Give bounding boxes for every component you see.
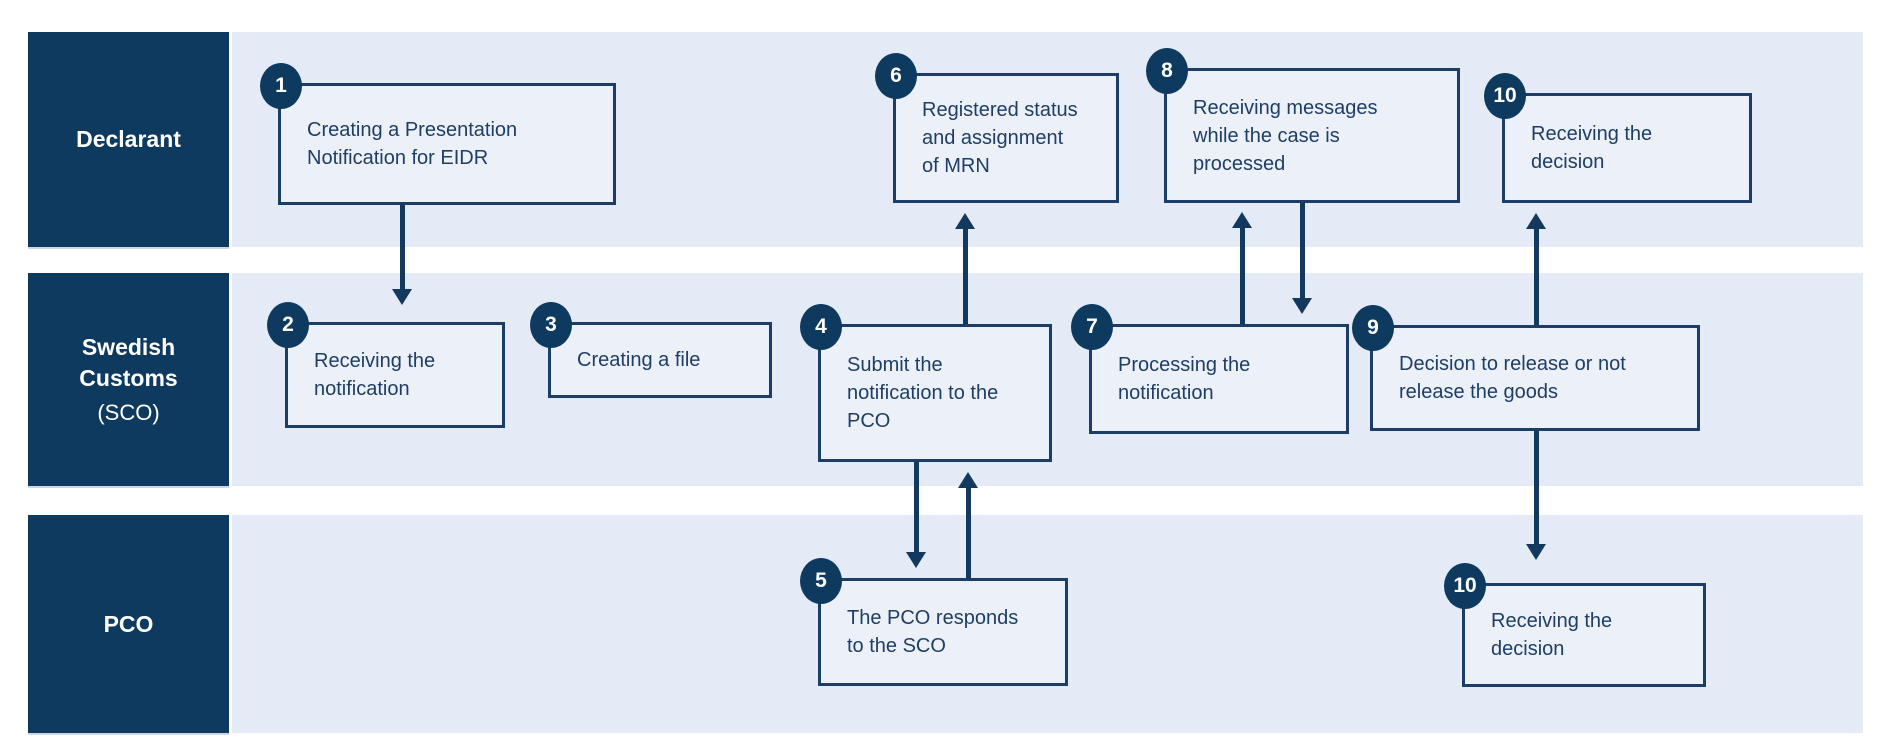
step-number-badge: 7 — [1071, 304, 1113, 350]
step-label-line: Receiving the — [1531, 123, 1653, 145]
step-label-line: Notification for EIDR — [307, 147, 489, 169]
step-number-badge: 1 — [260, 63, 302, 109]
step-number-badge: 4 — [800, 304, 842, 350]
lane-title: Swedish Customs — [79, 333, 178, 391]
flow-arrowhead-up-icon — [955, 213, 975, 229]
flow-arrowhead-down-icon — [1526, 544, 1546, 560]
step-label-line: decision — [1491, 638, 1565, 660]
step-label-line: Creating a Presentation — [307, 119, 518, 141]
step-label-line: processed — [1193, 152, 1286, 175]
flow-arrow-line-n1-to-n2 — [399, 205, 405, 291]
step-number-badge: 2 — [267, 302, 309, 348]
step-label-line: Processing the — [1118, 354, 1251, 376]
step-label-line: Decision to release or not — [1399, 353, 1626, 375]
step-number-badge: 10 — [1484, 73, 1526, 119]
flow-arrowhead-up-icon — [1526, 213, 1546, 229]
flow-arrow-line-n7-to-n8 — [1239, 226, 1245, 324]
lane-label-declarant: Declarant — [28, 32, 229, 247]
flow-arrow-line-n8-to-n7 — [1299, 203, 1305, 300]
step-label-line: Creating a file — [577, 349, 701, 371]
step-number-badge: 6 — [875, 53, 917, 99]
flow-arrow-line-n9-to-n10a — [1533, 227, 1539, 325]
lane-label-swedish-customs: Swedish Customs (SCO) — [28, 273, 229, 486]
step-number-badge: 3 — [530, 302, 572, 348]
flow-arrowhead-down-icon — [392, 289, 412, 305]
flow-arrow-line-n9-to-n10b — [1533, 431, 1539, 546]
flow-arrow-line-n4-to-n5 — [913, 462, 919, 554]
step-label-line: The PCO responds — [847, 607, 1019, 629]
step-label-line: Receiving the — [1491, 610, 1613, 632]
lane-title: Declarant — [76, 126, 181, 152]
lane-label-pco: PCO — [28, 515, 229, 733]
step-label-line: while the case is — [1193, 124, 1340, 147]
step-label-line: to the SCO — [847, 635, 946, 657]
flow-arrowhead-up-icon — [958, 472, 978, 488]
step-number-badge: 5 — [800, 558, 842, 604]
step-number-badge: 8 — [1146, 48, 1188, 94]
step-label-line: notification to the — [847, 382, 999, 404]
step-label-line: notification — [1118, 382, 1214, 404]
flow-arrowhead-down-icon — [1292, 298, 1312, 314]
step-label-line: notification — [314, 378, 410, 400]
lane-title: PCO — [103, 610, 154, 637]
step-label-line: Submit the — [847, 354, 943, 376]
step-label-line: decision — [1531, 151, 1605, 173]
step-label-line: Receiving the — [314, 350, 436, 372]
flow-arrowhead-up-icon — [1232, 212, 1252, 228]
step-label-line: of MRN — [922, 155, 990, 177]
flow-arrowhead-down-icon — [906, 552, 926, 568]
flow-arrow-line-n4-to-n6 — [962, 227, 968, 324]
step-number-badge: 9 — [1352, 305, 1394, 351]
step-label-line: Registered status — [922, 99, 1078, 121]
step-label-line: Receiving messages — [1193, 96, 1378, 119]
step-label-line: release the goods — [1399, 381, 1559, 403]
lane-subtitle: (SCO) — [97, 399, 160, 425]
step-number-badge: 10 — [1444, 563, 1486, 609]
step-label-line: and assignment — [922, 127, 1064, 149]
step-label-line: PCO — [847, 410, 891, 432]
flow-arrow-line-n5-to-n4 — [965, 486, 971, 578]
